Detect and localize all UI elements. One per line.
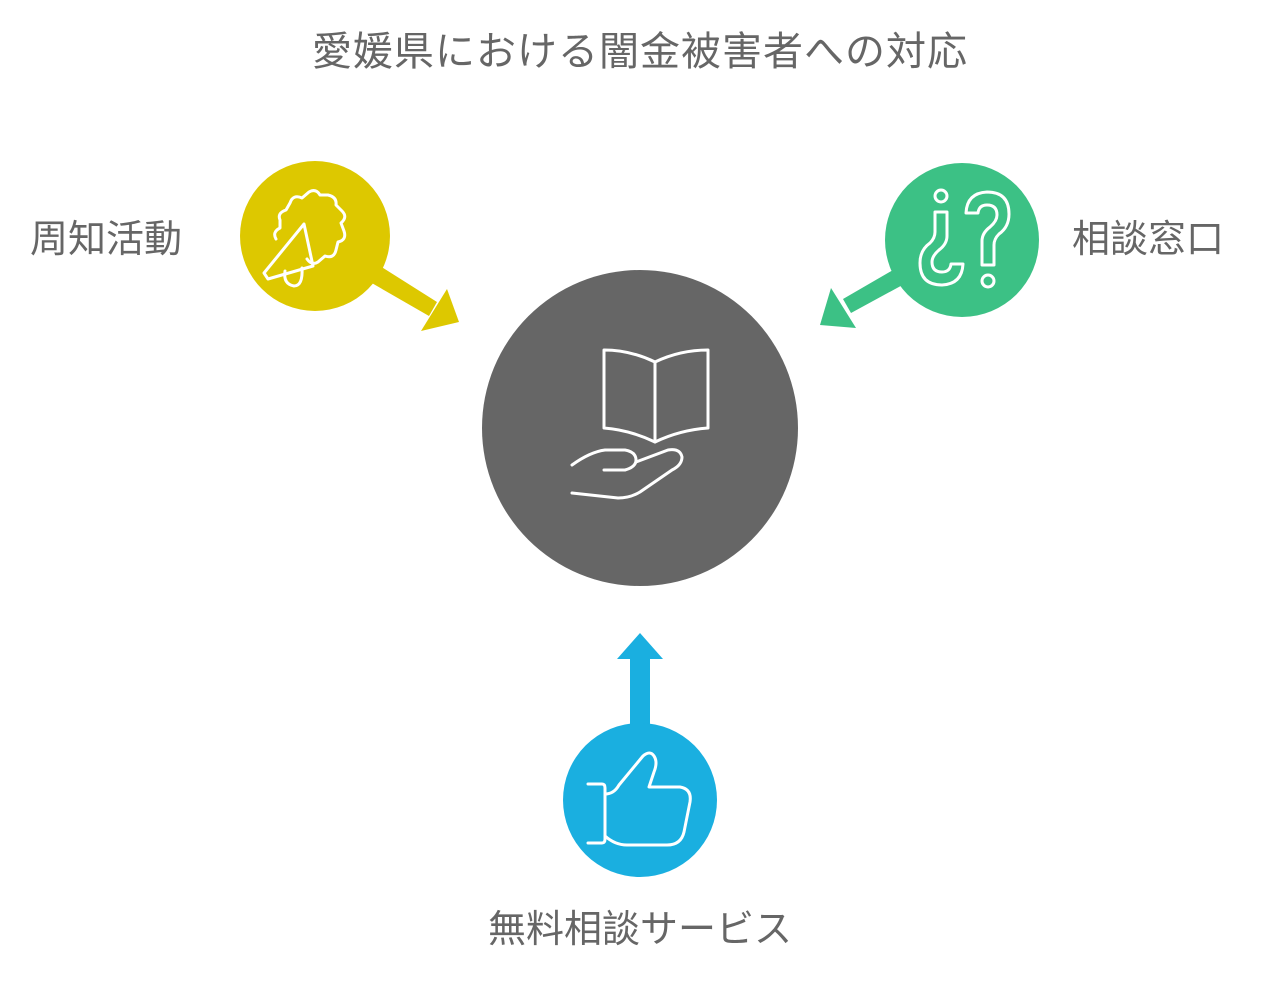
node-consultation-desk [820,163,1039,328]
arrow-awareness-shaft [370,266,437,316]
arrow-free-consultation-head [617,633,663,659]
node-awareness [240,161,459,331]
node-free-consultation [563,633,717,877]
diagram-title: 愛媛県における闇金被害者への対応 [312,29,968,75]
center-hub [482,270,798,586]
thumbs-up-icon [586,751,692,847]
node-label-free-consultation: 無料相談サービス [487,907,792,951]
node-circle-free-consultation [563,723,717,877]
center-circle [482,270,798,586]
node-label-consultation-desk: 相談窓口 [1072,217,1225,261]
megaphone-burst-icon [262,189,347,288]
node-label-awareness: 周知活動 [30,217,183,261]
arrow-consultation-head [820,288,856,328]
arrow-free-consultation-shaft [630,655,650,735]
arrow-consultation-shaft [843,266,908,313]
book-in-hand-icon [570,348,710,500]
question-marks-icon [918,188,1011,289]
node-circle-consultation-desk [885,163,1039,317]
arrow-awareness-head [421,289,459,331]
node-circle-awareness [240,161,390,311]
